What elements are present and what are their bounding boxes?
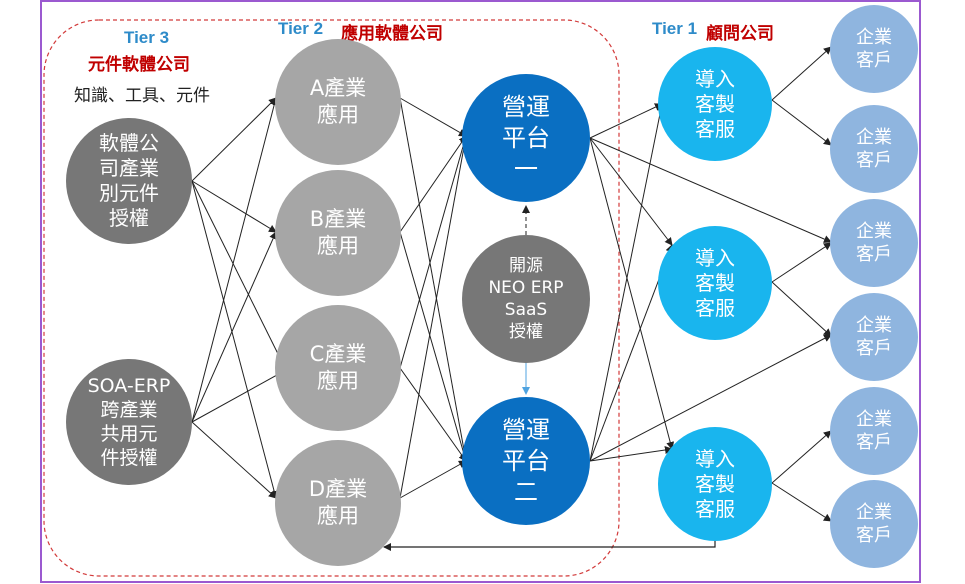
connector-arrow (191, 180, 277, 233)
tier2-name: 應用軟體公司 (341, 24, 443, 44)
connector-arrow (771, 242, 832, 283)
connector-arrow (399, 135, 468, 369)
connector-arrow (191, 180, 279, 499)
app-node-d: D產業 應用 (275, 440, 401, 566)
connector-arrow (589, 137, 832, 243)
license-node-2: SOA-ERP 跨產業 共用元 件授權 (66, 359, 192, 485)
client-node-4: 企業 客戶 (830, 293, 918, 381)
connector-arrow (399, 460, 467, 499)
connector-arrow (191, 97, 279, 423)
opensource-node: 開源 NEO ERP SaaS 授權 (462, 235, 590, 363)
tier3-name: 元件軟體公司 (88, 55, 190, 75)
tier1-number: Tier 1 (652, 19, 698, 38)
consult-node-3: 導入 客製 客服 (658, 427, 772, 541)
app-node-c: C產業 應用 (275, 305, 401, 431)
connector-arrow (589, 137, 673, 246)
client-node-3: 企業 客戶 (830, 199, 918, 287)
client-node-5: 企業 客戶 (830, 387, 918, 475)
consult-node-1: 導入 客製 客服 (658, 47, 772, 161)
connector-arrow (771, 99, 832, 146)
connector-arrow (589, 334, 832, 462)
tier-group-border (43, 19, 620, 577)
client-node-6: 企業 客戶 (830, 480, 918, 568)
connector-arrow (399, 135, 467, 233)
connector-arrow (589, 446, 673, 462)
connector-arrow (399, 367, 467, 462)
connector-arrow (399, 97, 469, 462)
connector-arrow (191, 369, 287, 423)
connector-arrow (399, 231, 468, 462)
connector-arrow (589, 103, 663, 139)
feedback-arrow (383, 536, 716, 551)
client-node-1: 企業 客戶 (830, 5, 918, 93)
tier1-name: 顧問公司 (706, 24, 774, 44)
connector-arrow (589, 137, 675, 450)
app-node-b: B產業 應用 (275, 170, 401, 296)
app-node-a: A產業 應用 (275, 39, 401, 165)
connector-arrow (191, 97, 277, 182)
connector-arrow (771, 482, 832, 522)
outer-frame (40, 0, 921, 583)
tier3-subtitle: 知識、工具、元件 (74, 86, 210, 106)
connector-arrow (771, 281, 832, 337)
platform-node-1: 營運 平台 一 (462, 74, 590, 202)
connector-arrow (191, 421, 277, 499)
license-node-1: 軟體公 司產業 別元件 授權 (66, 118, 192, 244)
connector-arrow (589, 103, 665, 462)
connector-arrow (771, 46, 832, 101)
connector-arrow (191, 180, 287, 371)
platform-node-2: 營運 平台 二 (462, 397, 590, 525)
consult-node-2: 導入 客製 客服 (658, 226, 772, 340)
connector-arrow (399, 135, 469, 499)
client-node-2: 企業 客戶 (830, 105, 918, 193)
connector-arrow (399, 97, 467, 137)
tier3-number: Tier 3 (124, 28, 170, 47)
connector-arrow (191, 231, 277, 423)
connector-arrow (771, 430, 832, 484)
tier2-number: Tier 2 (278, 19, 324, 38)
